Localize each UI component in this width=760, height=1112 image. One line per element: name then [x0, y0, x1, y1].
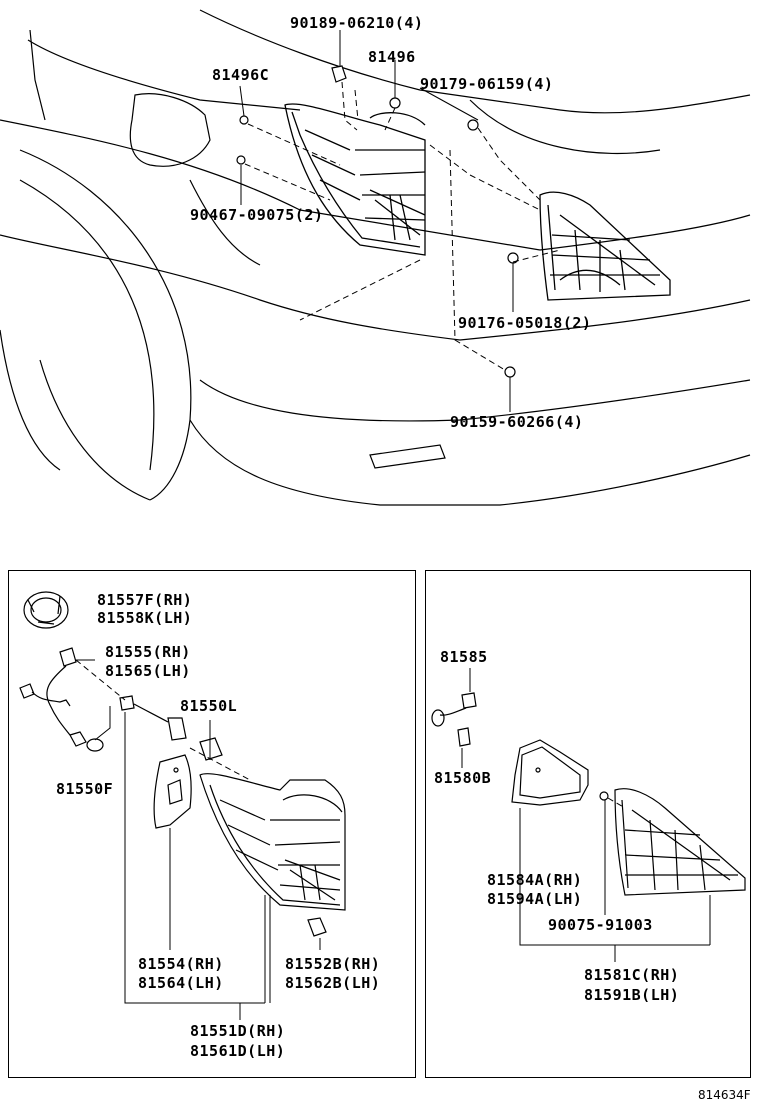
- label-81550f: 81550F: [56, 780, 114, 798]
- label-81557f: 81557F(RH): [97, 591, 193, 609]
- label-81554: 81554(RH): [138, 955, 224, 973]
- bumper-reflector: [369, 444, 446, 469]
- label-81551d: 81551D(RH): [190, 1022, 286, 1040]
- callout-81496c: 81496C: [212, 66, 270, 84]
- tire-curve: [39, 359, 151, 501]
- label-81580b: 81580B: [434, 769, 492, 787]
- label-81565: 81565(LH): [105, 662, 191, 680]
- rear-glass-edge: [469, 99, 661, 155]
- belt-line: [0, 119, 541, 251]
- wheel-arch-inner: [19, 179, 155, 471]
- callout-90159: 90159-60266(4): [450, 413, 584, 431]
- label-81591b: 81591B(LH): [584, 986, 680, 1004]
- wheel-arch-outer: [19, 149, 192, 501]
- callout-90179: 90179-06159(4): [420, 75, 554, 93]
- screw-90159: [504, 366, 516, 378]
- right-detail-panel: [425, 570, 751, 1078]
- screw-90179: [467, 119, 479, 131]
- screw-90467: [236, 155, 246, 165]
- body-crease: [0, 234, 461, 341]
- tire-outline: [0, 329, 61, 471]
- label-81558k: 81558K(LH): [97, 609, 193, 627]
- label-81552b: 81552B(RH): [285, 955, 381, 973]
- label-81584a: 81584A(RH): [487, 871, 583, 889]
- left-detail-panel: [8, 570, 416, 1078]
- label-81564: 81564(LH): [138, 974, 224, 992]
- callout-90189: 90189-06210(4): [290, 14, 424, 32]
- figure-code: 814634F: [698, 1088, 751, 1102]
- tail-lamp-top-left: [284, 103, 426, 256]
- hatch-line: [539, 214, 751, 251]
- tail-lamp-top-right: [539, 191, 671, 301]
- c-pillar-line: [29, 29, 46, 121]
- label-90075: 90075-91003: [548, 916, 653, 934]
- bumper-upper: [199, 379, 751, 422]
- callout-81496: 81496: [368, 48, 416, 66]
- left-panel-drawing: [19, 591, 346, 937]
- label-81585: 81585: [440, 648, 488, 666]
- bumper-lower: [189, 419, 751, 506]
- right-panel-drawing: [431, 692, 746, 896]
- label-81581c: 81581C(RH): [584, 966, 680, 984]
- label-81550l: 81550L: [180, 697, 238, 715]
- callout-90467: 90467-09075(2): [190, 206, 324, 224]
- clip-90189: [331, 65, 347, 83]
- fuel-door: [129, 93, 211, 167]
- callout-90176: 90176-05018(2): [458, 314, 592, 332]
- rear-crease: [459, 299, 751, 341]
- fender-line: [189, 179, 261, 266]
- nut-81496c: [239, 115, 249, 125]
- label-81594a: 81594A(LH): [487, 890, 583, 908]
- nut-81496: [389, 97, 401, 109]
- label-81561d: 81561D(LH): [190, 1042, 286, 1060]
- label-81562b: 81562B(LH): [285, 974, 381, 992]
- rear-window-line: [199, 9, 751, 114]
- roof-line: [27, 39, 301, 111]
- label-81555: 81555(RH): [105, 643, 191, 661]
